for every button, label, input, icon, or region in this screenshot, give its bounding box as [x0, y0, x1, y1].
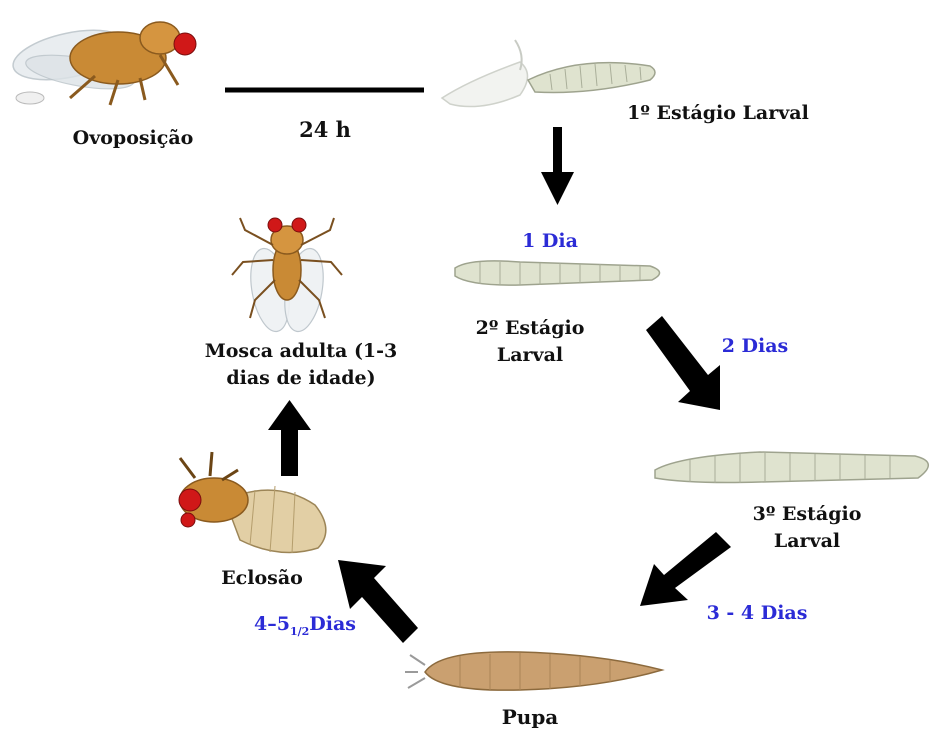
adult-fly-label-line1: Mosca adulta (1-3 [186, 339, 416, 363]
duration-eclosion-unit: Dias [309, 613, 356, 635]
duration-eclosion-sub: 1/2 [290, 625, 309, 638]
eclosion-label: Eclosão [192, 566, 332, 590]
duration-1-day-label: 1 Dia [495, 229, 605, 253]
second-instar-larva-label-line1: 2º Estágio [470, 316, 590, 340]
first-instar-larva-illustration [442, 40, 655, 107]
second-instar-larva-label-line2: Larval [470, 343, 590, 367]
oviposition-label: Ovoposição [48, 126, 218, 150]
duration-eclosion-main: 4–5 [254, 613, 290, 635]
arrow-larva3-to-pupa [640, 532, 731, 606]
third-instar-larva-label-line1: 3º Estágio [742, 502, 872, 526]
duration-eclosion-label: 4–51/2Dias [220, 612, 390, 644]
pupa-illustration [405, 652, 662, 690]
third-instar-larva-label-line2: Larval [742, 529, 872, 553]
oviposition-fly-illustration [9, 21, 196, 105]
duration-24h-label: 24 h [270, 118, 380, 142]
arrow-larva2-to-larva3 [646, 316, 720, 410]
arrow-larva1-to-larva2 [541, 127, 574, 205]
first-instar-larva-label: 1º Estágio Larval [598, 101, 838, 125]
adult-fly-label-line2: dias de idade) [186, 366, 416, 390]
duration-2-days-label: 2 Dias [695, 334, 815, 358]
adult-fly-illustration [232, 218, 342, 334]
eclosion-illustration [179, 452, 326, 553]
arrow-eclosion-to-adult [268, 400, 311, 476]
pupa-label: Pupa [470, 705, 590, 729]
third-instar-larva-illustration [655, 452, 928, 483]
duration-3-4-days-label: 3 - 4 Dias [692, 601, 822, 625]
second-instar-larva-illustration [455, 261, 660, 285]
